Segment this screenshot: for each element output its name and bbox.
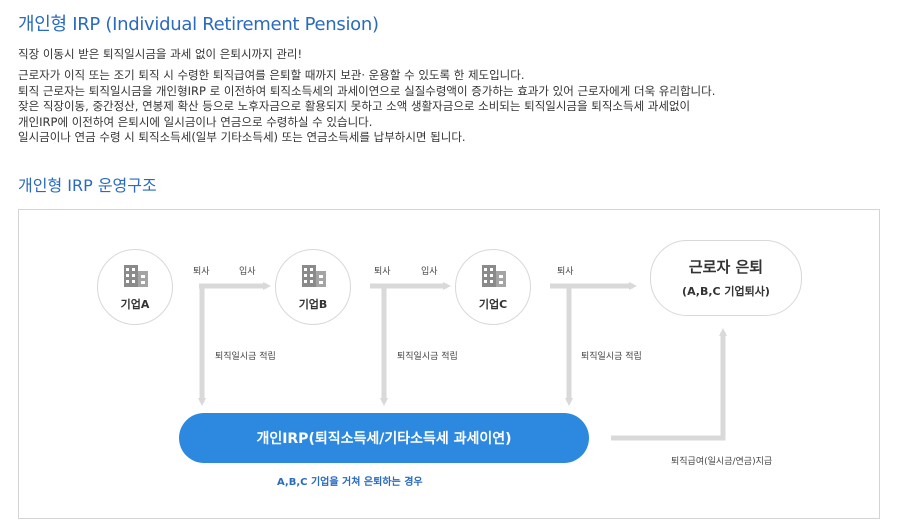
description-line: 개인IRP에 이전하여 은퇴시에 일시금이나 연금으로 수령하실 수 있습니다. — [18, 114, 373, 129]
description-line: 퇴직 근로자는 퇴직일시금을 개인형IRP 로 이전하여 퇴직소득세의 과세이연… — [18, 83, 716, 98]
company-label: 기업B — [298, 298, 328, 311]
company-c-node: 기업C — [455, 249, 531, 325]
description-line: 근로자가 이직 또는 조기 퇴직 시 수령한 퇴직급여를 은퇴할 때까지 보관·… — [18, 68, 525, 82]
page-subtitle: 직장 이동시 받은 퇴직일시금을 과세 없이 은퇴시까지 관리! — [18, 47, 303, 61]
transfer-label: 퇴직일시금 적립 — [215, 352, 276, 362]
join-label: 입사 — [239, 267, 256, 277]
building-icon — [482, 265, 506, 287]
flow-arrows — [198, 282, 727, 441]
retire-label: 퇴사 — [193, 267, 210, 277]
payout-label: 퇴직급여(일시금/연금)지급 — [671, 457, 773, 467]
arrow-payout — [611, 328, 727, 441]
diagram-caption: A,B,C 기업을 거쳐 은퇴하는 경우 — [277, 477, 423, 488]
join-label: 입사 — [421, 267, 438, 277]
company-a-node: 기업A — [97, 249, 173, 325]
company-label: 기업C — [478, 298, 508, 311]
section-title: 개인형 IRP 운영구조 — [18, 176, 157, 195]
irp-bar: 개인IRP(퇴직소득세/기타소득세 과세이연) — [179, 413, 589, 463]
retirement-sub: (A,B,C 기업퇴사) — [682, 285, 770, 298]
building-icon — [302, 265, 326, 287]
retire-label: 퇴사 — [374, 267, 391, 277]
company-label: 기업A — [120, 298, 150, 311]
description-line: 잦은 직장이동, 중간정산, 연봉제 확산 등으로 노후자금으로 활용되지 못하… — [18, 99, 691, 113]
description-line: 일시금이나 연금 수령 시 퇴직소득세(일부 기타소득세) 또는 연금소득세를 … — [18, 130, 466, 144]
irp-bar-label: 개인IRP(퇴직소득세/기타소득세 과세이연) — [256, 431, 512, 447]
irp-structure-diagram: 기업A 기업B 기업C — [18, 209, 880, 519]
transfer-label: 퇴직일시금 적립 — [581, 352, 642, 362]
transfer-label: 퇴직일시금 적립 — [397, 352, 458, 362]
retirement-node: 근로자 은퇴 (A,B,C 기업퇴사) — [650, 240, 802, 316]
description-paragraph: 근로자가 이직 또는 조기 퇴직 시 수령한 퇴직급여를 은퇴할 때까지 보관·… — [18, 68, 715, 146]
company-b-node: 기업B — [275, 249, 351, 325]
retire-label: 퇴사 — [557, 267, 574, 277]
building-icon — [124, 265, 148, 287]
page-title: 개인형 IRP (Individual Retirement Pension) — [18, 14, 379, 35]
retirement-title: 근로자 은퇴 — [688, 258, 764, 276]
